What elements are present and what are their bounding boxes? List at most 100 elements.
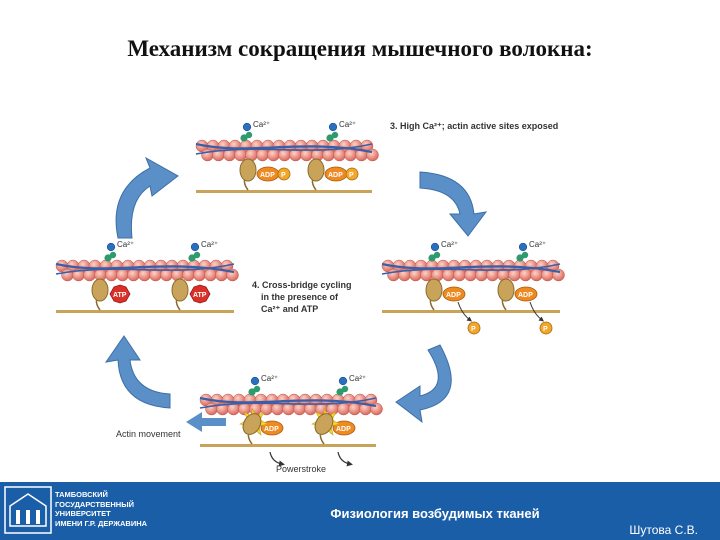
phosphate-label: P [471, 326, 476, 333]
troponin-complex [240, 134, 248, 142]
phosphate-marker [277, 167, 291, 181]
calcium-label: Ca²⁺ [349, 374, 366, 383]
actin-bead [249, 402, 262, 416]
actin-movement-label: Actin movement [116, 429, 181, 439]
calcium-ion [250, 376, 260, 386]
phosphate-release-arrow [529, 301, 544, 322]
actin-bead [182, 268, 195, 282]
cycle-arrow-bottom-right [395, 344, 452, 424]
calcium-label: Ca²⁺ [441, 240, 458, 249]
troponin-complex [341, 385, 349, 393]
actin-bead [348, 402, 361, 416]
troponin-complex [248, 388, 256, 396]
atp-marker [189, 284, 211, 304]
footer-author: Шутова С.В. [629, 523, 698, 537]
powerstroke-arrow-right [337, 451, 353, 467]
actin-bead [326, 402, 339, 416]
university-name: ТАМБОВСКИЙ ГОСУДАРСТВЕННЫЙ УНИВЕРСИТЕТ И… [55, 490, 148, 528]
actin-bead [193, 268, 206, 282]
footer-bar [0, 482, 720, 540]
troponin-complex [326, 134, 334, 142]
troponin-complex [433, 251, 441, 259]
calcium-label: Ca²⁺ [201, 240, 218, 249]
phosphate-release-arrow [457, 301, 472, 322]
myosin-head [497, 278, 515, 302]
troponin-complex [428, 254, 436, 262]
adp-marker [442, 286, 466, 302]
calcium-ion [190, 242, 200, 252]
calcium-ion [338, 376, 348, 386]
adp-label: ADP [264, 426, 279, 433]
actin-bead [138, 268, 151, 282]
calcium-ion [328, 122, 338, 132]
calcium-label: Ca²⁺ [261, 374, 278, 383]
troponin-complex [245, 131, 253, 139]
adp-label: ADP [260, 172, 275, 179]
cycle-arrows [104, 156, 488, 424]
university-logo-icon [4, 486, 52, 534]
phosphate-marker [467, 321, 481, 335]
footer-subject: Физиология возбудимых тканей [330, 506, 540, 521]
thick-filament [200, 444, 376, 447]
actin-bead [464, 268, 477, 282]
actin-bead [267, 148, 280, 162]
cross-bridge-cycle-diagram: Ca²⁺ Ca²⁺ ADP P ADP P Ca²⁺ Ca²⁺ ATP ATP Ca²⁺ Ca²⁺ AD… [55, 120, 565, 474]
step4-label-line1: 4. Cross-bridge cycling [252, 280, 352, 290]
actin-bead [105, 268, 118, 282]
actin-movement-arrow [186, 412, 226, 432]
actin-bead [530, 268, 543, 282]
calcium-label: Ca²⁺ [339, 120, 356, 129]
troponin-complex [331, 131, 339, 139]
actin-bead [344, 148, 357, 162]
myosin-head [242, 413, 262, 435]
adp-marker [514, 286, 538, 302]
myosin-head [239, 158, 257, 182]
actin-bead [256, 148, 269, 162]
actin-bead [337, 402, 350, 416]
calcium-ion [106, 242, 116, 252]
myosin-head [91, 278, 109, 302]
phosphate-marker [539, 321, 553, 335]
troponin-complex [188, 254, 196, 262]
thick-filament [56, 310, 234, 313]
actin-bead [442, 268, 455, 282]
powerstroke-label: Powerstroke [276, 464, 326, 474]
thick-filament [196, 190, 372, 193]
myosin-head [171, 278, 189, 302]
actin-bead [282, 402, 295, 416]
atp-label: ATP [193, 292, 207, 299]
thick-filament [382, 310, 560, 313]
actin-bead [204, 268, 217, 282]
cycle-arrow-top-left [115, 156, 179, 239]
page-title: Механизм сокращения мышечного волокна: [127, 36, 593, 61]
troponin-complex [193, 251, 201, 259]
myosin-head [307, 158, 325, 182]
tropomyosin [195, 143, 373, 155]
calcium-ion [518, 242, 528, 252]
actin-bead [453, 268, 466, 282]
actin-bead [234, 148, 247, 162]
step4-label-line2: in the presence of [261, 292, 339, 302]
phosphate-label: P [349, 172, 354, 179]
phosphate-label: P [281, 172, 286, 179]
calcium-label: Ca²⁺ [529, 240, 546, 249]
troponin-complex [336, 388, 344, 396]
troponin-complex [516, 254, 524, 262]
actin-bead [278, 148, 291, 162]
actin-bead [322, 148, 335, 162]
calcium-ion [242, 122, 252, 132]
adp-label: ADP [328, 172, 343, 179]
actin-bead [420, 268, 433, 282]
cycle-arrow-bottom-left [104, 335, 171, 409]
atp-marker [109, 284, 131, 304]
step3-label: 3. High Ca²⁺; actin active sites exposed [390, 121, 558, 131]
cycle-arrow-top-right [419, 171, 488, 237]
atp-label: ATP [113, 292, 127, 299]
troponin-complex [521, 251, 529, 259]
tropomyosin [381, 263, 561, 275]
actin-bead [271, 402, 284, 416]
